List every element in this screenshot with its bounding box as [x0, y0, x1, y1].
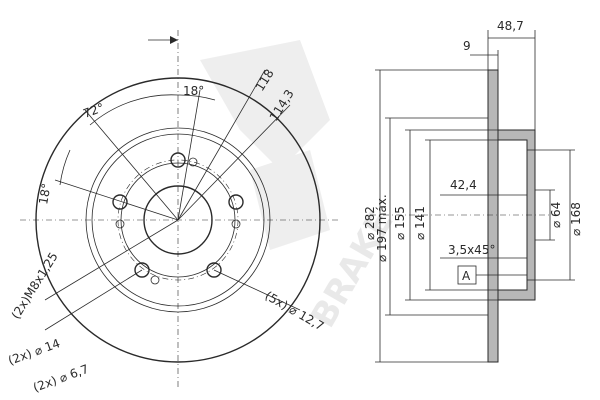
dim-label-168: ⌀ 168 — [569, 202, 583, 236]
dim-label-197: ⌀ 197 máx. — [375, 194, 389, 262]
dim-line-114 — [177, 104, 291, 221]
small-hole — [150, 275, 160, 285]
angle-ray — [177, 89, 201, 221]
bolt-hole — [170, 152, 186, 168]
angle-arc-18-left — [59, 149, 71, 186]
datum-label: A — [462, 269, 471, 283]
dim-line-holes — [44, 269, 143, 331]
dim-label-hole-14: (2x) ⌀ 14 — [6, 336, 62, 368]
dim-label-64: ⌀ 64 — [549, 202, 563, 228]
chamfer-label: 3,5x45° — [448, 243, 495, 257]
dim-line-118 — [177, 69, 266, 221]
bolt-hole — [112, 194, 128, 210]
small-hole — [231, 219, 241, 229]
small-hole — [115, 219, 125, 229]
angle-ray — [84, 109, 179, 221]
bolt-holes — [112, 152, 244, 285]
angle-label-72: 72° — [81, 100, 106, 120]
small-hole — [188, 157, 198, 167]
dim-label-155: ⌀ 155 — [393, 206, 407, 240]
dim-label-thread: (2x)M8x1,25 — [9, 250, 61, 322]
angle-ray — [54, 179, 179, 221]
angle-arc-72 — [89, 94, 179, 126]
section-arrow-head — [170, 36, 178, 44]
dim-line-bolts — [213, 269, 301, 311]
bolt-hole — [134, 262, 150, 278]
bolt-hole — [228, 194, 244, 210]
dim-label-48-7: 48,7 — [497, 19, 524, 33]
dim-label-42-4: 42,4 — [450, 178, 477, 192]
bolt-hole — [206, 262, 222, 278]
side-view: 48,7 9 ⌀ 282 ⌀ 197 máx. ⌀ 155 ⌀ 141 42,4… — [363, 19, 583, 363]
angle-label-18-top: 18° — [183, 84, 204, 98]
angle-label-18-left: 18° — [36, 182, 53, 205]
friction-plate — [487, 69, 499, 363]
dim-label-hole-6-7: (2x) ⌀ 6,7 — [31, 362, 90, 395]
angle-arc-18-top — [177, 94, 216, 101]
dim-label-9: 9 — [463, 39, 471, 53]
dim-label-282: ⌀ 282 — [363, 206, 377, 240]
dim-label-141: ⌀ 141 — [413, 206, 427, 240]
dim-line-thread — [44, 219, 179, 301]
